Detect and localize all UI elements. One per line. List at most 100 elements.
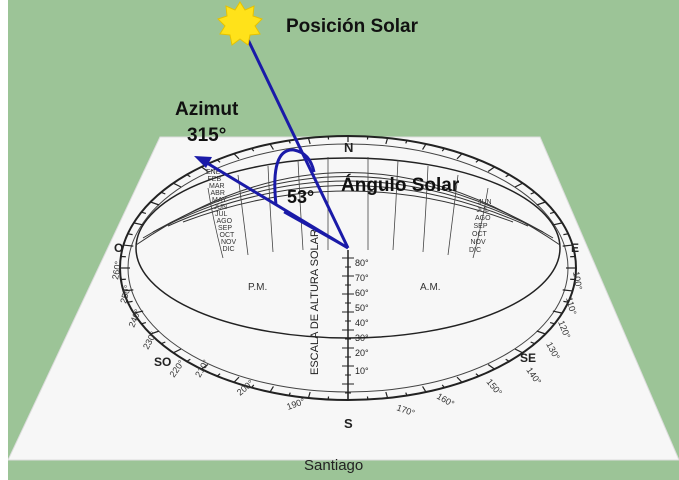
compass-tick bbox=[288, 140, 291, 144]
altitude-scale-ticks bbox=[342, 257, 354, 394]
altitude-label: 60° bbox=[355, 288, 369, 298]
altitude-label: 40° bbox=[355, 318, 369, 328]
compass-tick bbox=[150, 201, 160, 206]
altitude-label: 20° bbox=[355, 348, 369, 358]
compass-tick bbox=[530, 341, 535, 345]
sun-chart-plate bbox=[8, 136, 679, 461]
month-label: OCT bbox=[472, 231, 488, 238]
compass-tick bbox=[385, 137, 389, 145]
month-label: OCT bbox=[220, 232, 236, 239]
compass-tick bbox=[216, 373, 221, 377]
degree-label: 110° bbox=[564, 296, 578, 316]
compass-tick bbox=[456, 376, 463, 383]
month-label: JUN bbox=[478, 199, 492, 206]
azimuth-label: Azimut bbox=[175, 99, 239, 120]
compass-tick bbox=[133, 310, 144, 314]
month-label: AGO bbox=[217, 218, 233, 225]
am-label: A.M. bbox=[420, 282, 441, 293]
west-label: O bbox=[114, 241, 123, 255]
compass-tick bbox=[505, 358, 510, 362]
compass-tick bbox=[563, 300, 569, 303]
compass-tick bbox=[233, 376, 240, 383]
compass-tick bbox=[123, 289, 134, 292]
compass-tick bbox=[288, 392, 291, 396]
compass-tick bbox=[563, 233, 569, 236]
compass-tick bbox=[514, 348, 523, 354]
compass-tick bbox=[441, 147, 445, 152]
compass-tick bbox=[133, 222, 144, 226]
month-label: DIC bbox=[223, 246, 235, 253]
compass-tick bbox=[233, 153, 240, 160]
compass-tick bbox=[456, 153, 463, 160]
altitude-label: 80° bbox=[355, 258, 369, 268]
compass-tick bbox=[385, 391, 389, 399]
compass-tick bbox=[127, 300, 133, 303]
compass-tick bbox=[530, 191, 535, 195]
compass-tick bbox=[127, 233, 133, 236]
compass-tick bbox=[141, 211, 147, 215]
month-label: ABR bbox=[211, 190, 225, 197]
compass-tick bbox=[161, 341, 166, 345]
compass-tick bbox=[173, 182, 182, 188]
compass-tick bbox=[514, 182, 523, 188]
azimuth-arrowhead bbox=[194, 156, 212, 168]
compass-tick bbox=[161, 191, 166, 195]
compass-tick bbox=[307, 391, 311, 399]
month-label: FEB bbox=[208, 176, 222, 183]
compass-tick bbox=[201, 364, 209, 370]
compass-tick bbox=[251, 147, 255, 152]
compass-tick bbox=[422, 143, 427, 150]
compass-tick bbox=[173, 348, 182, 354]
month-label: ENE bbox=[206, 169, 221, 176]
compass-tick bbox=[307, 137, 311, 145]
compass-tick bbox=[441, 384, 445, 389]
month-label: AGO bbox=[475, 215, 491, 222]
compass-tick bbox=[552, 222, 563, 226]
degree-label: 100° bbox=[571, 271, 584, 291]
compass-ticks bbox=[120, 136, 576, 400]
month-label: JUL bbox=[477, 207, 490, 214]
altitude-label: 30° bbox=[355, 333, 369, 343]
compass-tick bbox=[475, 373, 480, 377]
compass-tick bbox=[536, 201, 546, 206]
compass-tick bbox=[251, 384, 255, 389]
compass-tick bbox=[552, 310, 563, 314]
southwest-label: SO bbox=[154, 355, 171, 369]
compass-tick bbox=[562, 289, 573, 292]
solar-angle-label: Ángulo Solar bbox=[341, 174, 460, 196]
compass-tick bbox=[562, 244, 573, 247]
angle-value: 53° bbox=[287, 187, 314, 207]
southeast-label: SE bbox=[520, 351, 536, 365]
compass-tick bbox=[422, 386, 427, 393]
compass-tick bbox=[549, 321, 555, 325]
month-label: MAR bbox=[209, 183, 225, 190]
compass-tick bbox=[487, 166, 495, 172]
altitude-scale-labels: 80° 70° 60° 50° 40° 30° 20° 10° bbox=[355, 258, 369, 376]
compass-tick bbox=[141, 321, 147, 325]
altitude-label: 70° bbox=[355, 273, 369, 283]
month-label: NOV bbox=[221, 239, 237, 246]
compass-tick bbox=[536, 330, 546, 335]
north-label: N bbox=[344, 140, 353, 155]
month-label: MAY bbox=[212, 197, 227, 204]
month-label: DIC bbox=[469, 247, 481, 254]
degree-label: 250° bbox=[118, 284, 133, 305]
compass-tick bbox=[405, 140, 408, 144]
compass-tick bbox=[201, 166, 209, 172]
altitude-label: 10° bbox=[355, 366, 369, 376]
compass-tick bbox=[405, 392, 408, 396]
city-label: Santiago bbox=[304, 457, 363, 474]
altitude-label: 50° bbox=[355, 303, 369, 313]
month-label: NOV bbox=[471, 239, 487, 246]
month-label: JUL bbox=[215, 211, 228, 218]
azimuth-value: 315° bbox=[187, 125, 226, 146]
compass-tick bbox=[475, 159, 480, 163]
sun-ray-line bbox=[239, 24, 350, 249]
compass-tick bbox=[186, 358, 191, 362]
sun-position-label: Posición Solar bbox=[286, 16, 419, 37]
sun-path-arcs bbox=[135, 172, 561, 246]
pm-label: P.M. bbox=[248, 282, 267, 293]
degree-label: 260° bbox=[110, 260, 123, 280]
